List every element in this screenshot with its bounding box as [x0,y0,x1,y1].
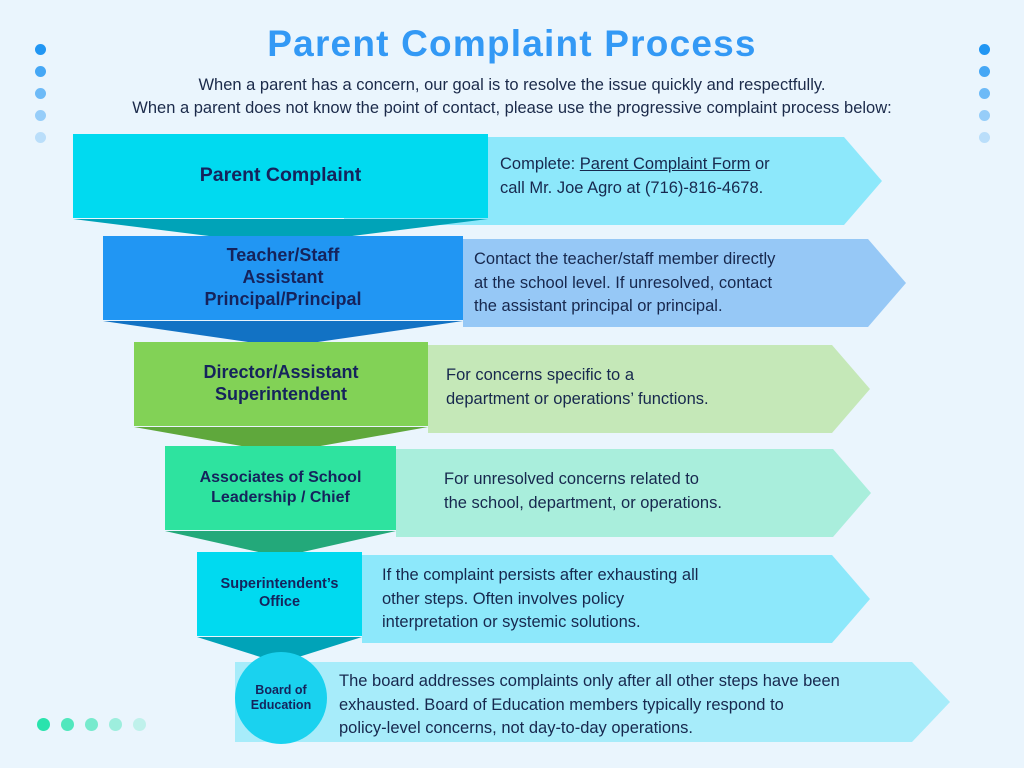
step-description-line: the school, department, or operations. [444,493,722,512]
process-step-director-assistant-superintendent[interactable]: Director/Assistant Superintendent For co… [0,339,1024,453]
dot-icon [979,44,990,55]
step-description-line: Complete: Parent Complaint Form or [500,153,870,177]
step-label: Parent Complaint [192,164,369,188]
step-description-line: policy-level concerns, not day-to-day op… [339,719,694,738]
step-description: The board addresses complaints only afte… [339,670,919,741]
step-label-box: Teacher/Staff Assistant Principal/Princi… [103,236,463,320]
step-banner [463,239,906,327]
step-label-line: Superintendent’s [220,576,339,593]
step-description-line: call Mr. Joe Agro at (716)-816-4678. [500,178,764,197]
step-description: For unresolved concerns related to the s… [444,468,844,515]
step-label: Teacher/Staff Assistant Principal/Princi… [196,245,369,311]
step-banner [428,345,870,433]
page-title: Parent Complaint Process [267,23,757,64]
step-description-line: at the school level. If unresolved, cont… [474,273,773,292]
dot-icon [979,66,990,77]
step-description: Complete: Parent Complaint Form or call … [500,153,870,200]
process-step-teacher-staff[interactable]: Teacher/Staff Assistant Principal/Princi… [0,235,1024,347]
step-label-line: Principal/Principal [204,288,362,309]
step-description-line: The board addresses complaints only afte… [339,672,840,690]
step-label-line: Associates of School [199,469,362,487]
step-label-box: Parent Complaint [73,134,488,218]
process-step-superintendents-office[interactable]: Superintendent’s Office If the complaint… [0,547,1024,663]
step-label-line: Board of [255,682,307,697]
step-description-line: exhausted. Board of Education members ty… [339,695,784,714]
header: Parent Complaint Process When a parent h… [0,0,1024,121]
step-description-line: If the complaint persists after exhausti… [382,566,699,584]
step-label-line: Education [250,698,312,712]
step-description: If the complaint persists after exhausti… [382,564,822,635]
dot-icon [61,718,74,731]
step-label-box: Superintendent’s Office [197,552,362,636]
step-description: For concerns specific to a department or… [446,364,846,411]
dot-icon [35,132,46,143]
dot-icon [37,718,50,731]
subtitle-line-1: When a parent has a concern, our goal is… [198,75,826,94]
process-step-board-of-education[interactable]: Board of Education The board addresses c… [0,651,1024,755]
dot-icon [35,88,46,99]
desc-suffix: or [750,155,770,173]
decorative-dots-right [979,44,990,143]
step-banner [235,662,950,742]
subtitle-line-2: When a parent does not know the point of… [132,99,892,118]
dot-icon [979,88,990,99]
step-label-box: Associates of School Leadership / Chief [165,446,396,530]
step-description-line: For unresolved concerns related to [444,470,699,488]
dot-icon [979,110,990,121]
step-description-line: the assistant principal or principal. [474,297,723,316]
dot-icon [85,718,98,731]
step-label-line: Parent Complaint [199,164,362,187]
subtitle: When a parent has a concern, our goal is… [0,74,1024,121]
parent-complaint-form-link[interactable]: Parent Complaint Form [579,155,751,173]
decorative-dots-bottom [37,718,146,731]
step-circle: Board of Education [235,652,327,744]
step-description-line: For concerns specific to a [446,366,634,384]
step-description-line: Contact the teacher/staff member directl… [474,250,776,268]
step-label-line: Teacher/Staff [226,245,340,266]
dot-icon [109,718,122,731]
complaint-process-flow: Parent Complaint Complete: Parent Compla… [0,131,1024,755]
dot-icon [35,66,46,77]
step-label: Superintendent’s Office [213,576,347,611]
step-banner [362,555,870,643]
process-step-parent-complaint[interactable]: Parent Complaint Complete: Parent Compla… [0,131,1024,245]
step-description: Contact the teacher/staff member directl… [474,248,874,319]
step-description-line: department or operations’ functions. [446,389,709,408]
dot-icon [979,132,990,143]
step-description-line: other steps. Often involves policy [382,589,625,608]
step-banner [396,449,871,537]
step-label-line: Office [258,594,301,610]
step-description-line: interpretation or systemic solutions. [382,613,641,632]
dot-icon [133,718,146,731]
step-label: Board of Education [243,683,319,714]
step-label-line: Director/Assistant [203,362,359,383]
step-label-line: Leadership / Chief [211,489,350,506]
step-label-box: Director/Assistant Superintendent [134,342,428,426]
desc-prefix: Complete: [500,155,580,173]
process-step-associates-school-leadership[interactable]: Associates of School Leadership / Chief … [0,443,1024,557]
step-label-line: Superintendent [214,384,347,404]
dot-icon [35,110,46,121]
dot-icon [35,44,46,55]
step-label: Director/Assistant Superintendent [195,362,366,406]
decorative-dots-left [35,44,46,143]
step-label: Associates of School Leadership / Chief [192,468,370,507]
step-label-line: Assistant [242,267,324,288]
